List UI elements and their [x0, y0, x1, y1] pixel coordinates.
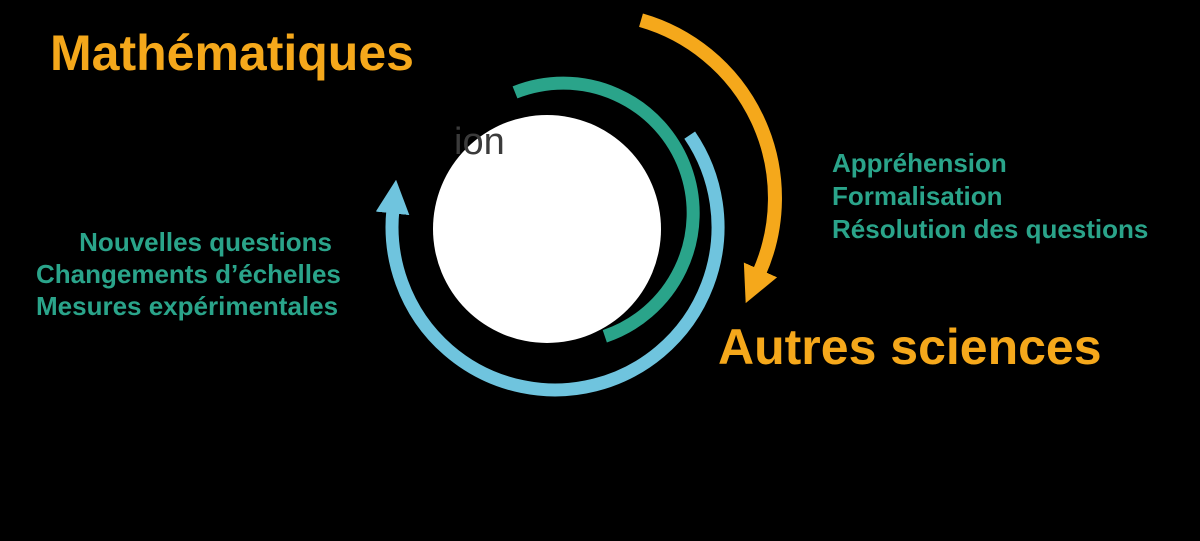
title-autres-sciences: Autres sciences — [718, 319, 1102, 375]
list-item-resolution: Résolution des questions — [832, 214, 1149, 244]
center-label-fragment: ion — [454, 121, 505, 163]
list-item-nouvelles-questions: Nouvelles questions — [79, 227, 332, 257]
inner-teal-arc — [512, 76, 700, 343]
math-process-list: Appréhension Formalisation Résolution de… — [832, 147, 1148, 246]
orange-arrow-arc — [639, 13, 782, 304]
list-item-changements-echelles: Changements d’échelles — [36, 259, 341, 289]
outer-blue-arrow-arc — [375, 131, 725, 397]
center-circle — [433, 115, 661, 343]
list-item-mesures-experimentales: Mesures expérimentales — [36, 291, 339, 321]
list-item-formalisation: Formalisation — [832, 181, 1003, 211]
title-mathematiques: Mathématiques — [50, 25, 414, 81]
list-item-apprehension: Appréhension — [832, 148, 1007, 178]
sciences-feedback-list: Nouvelles questions Changements d’échell… — [36, 226, 341, 322]
